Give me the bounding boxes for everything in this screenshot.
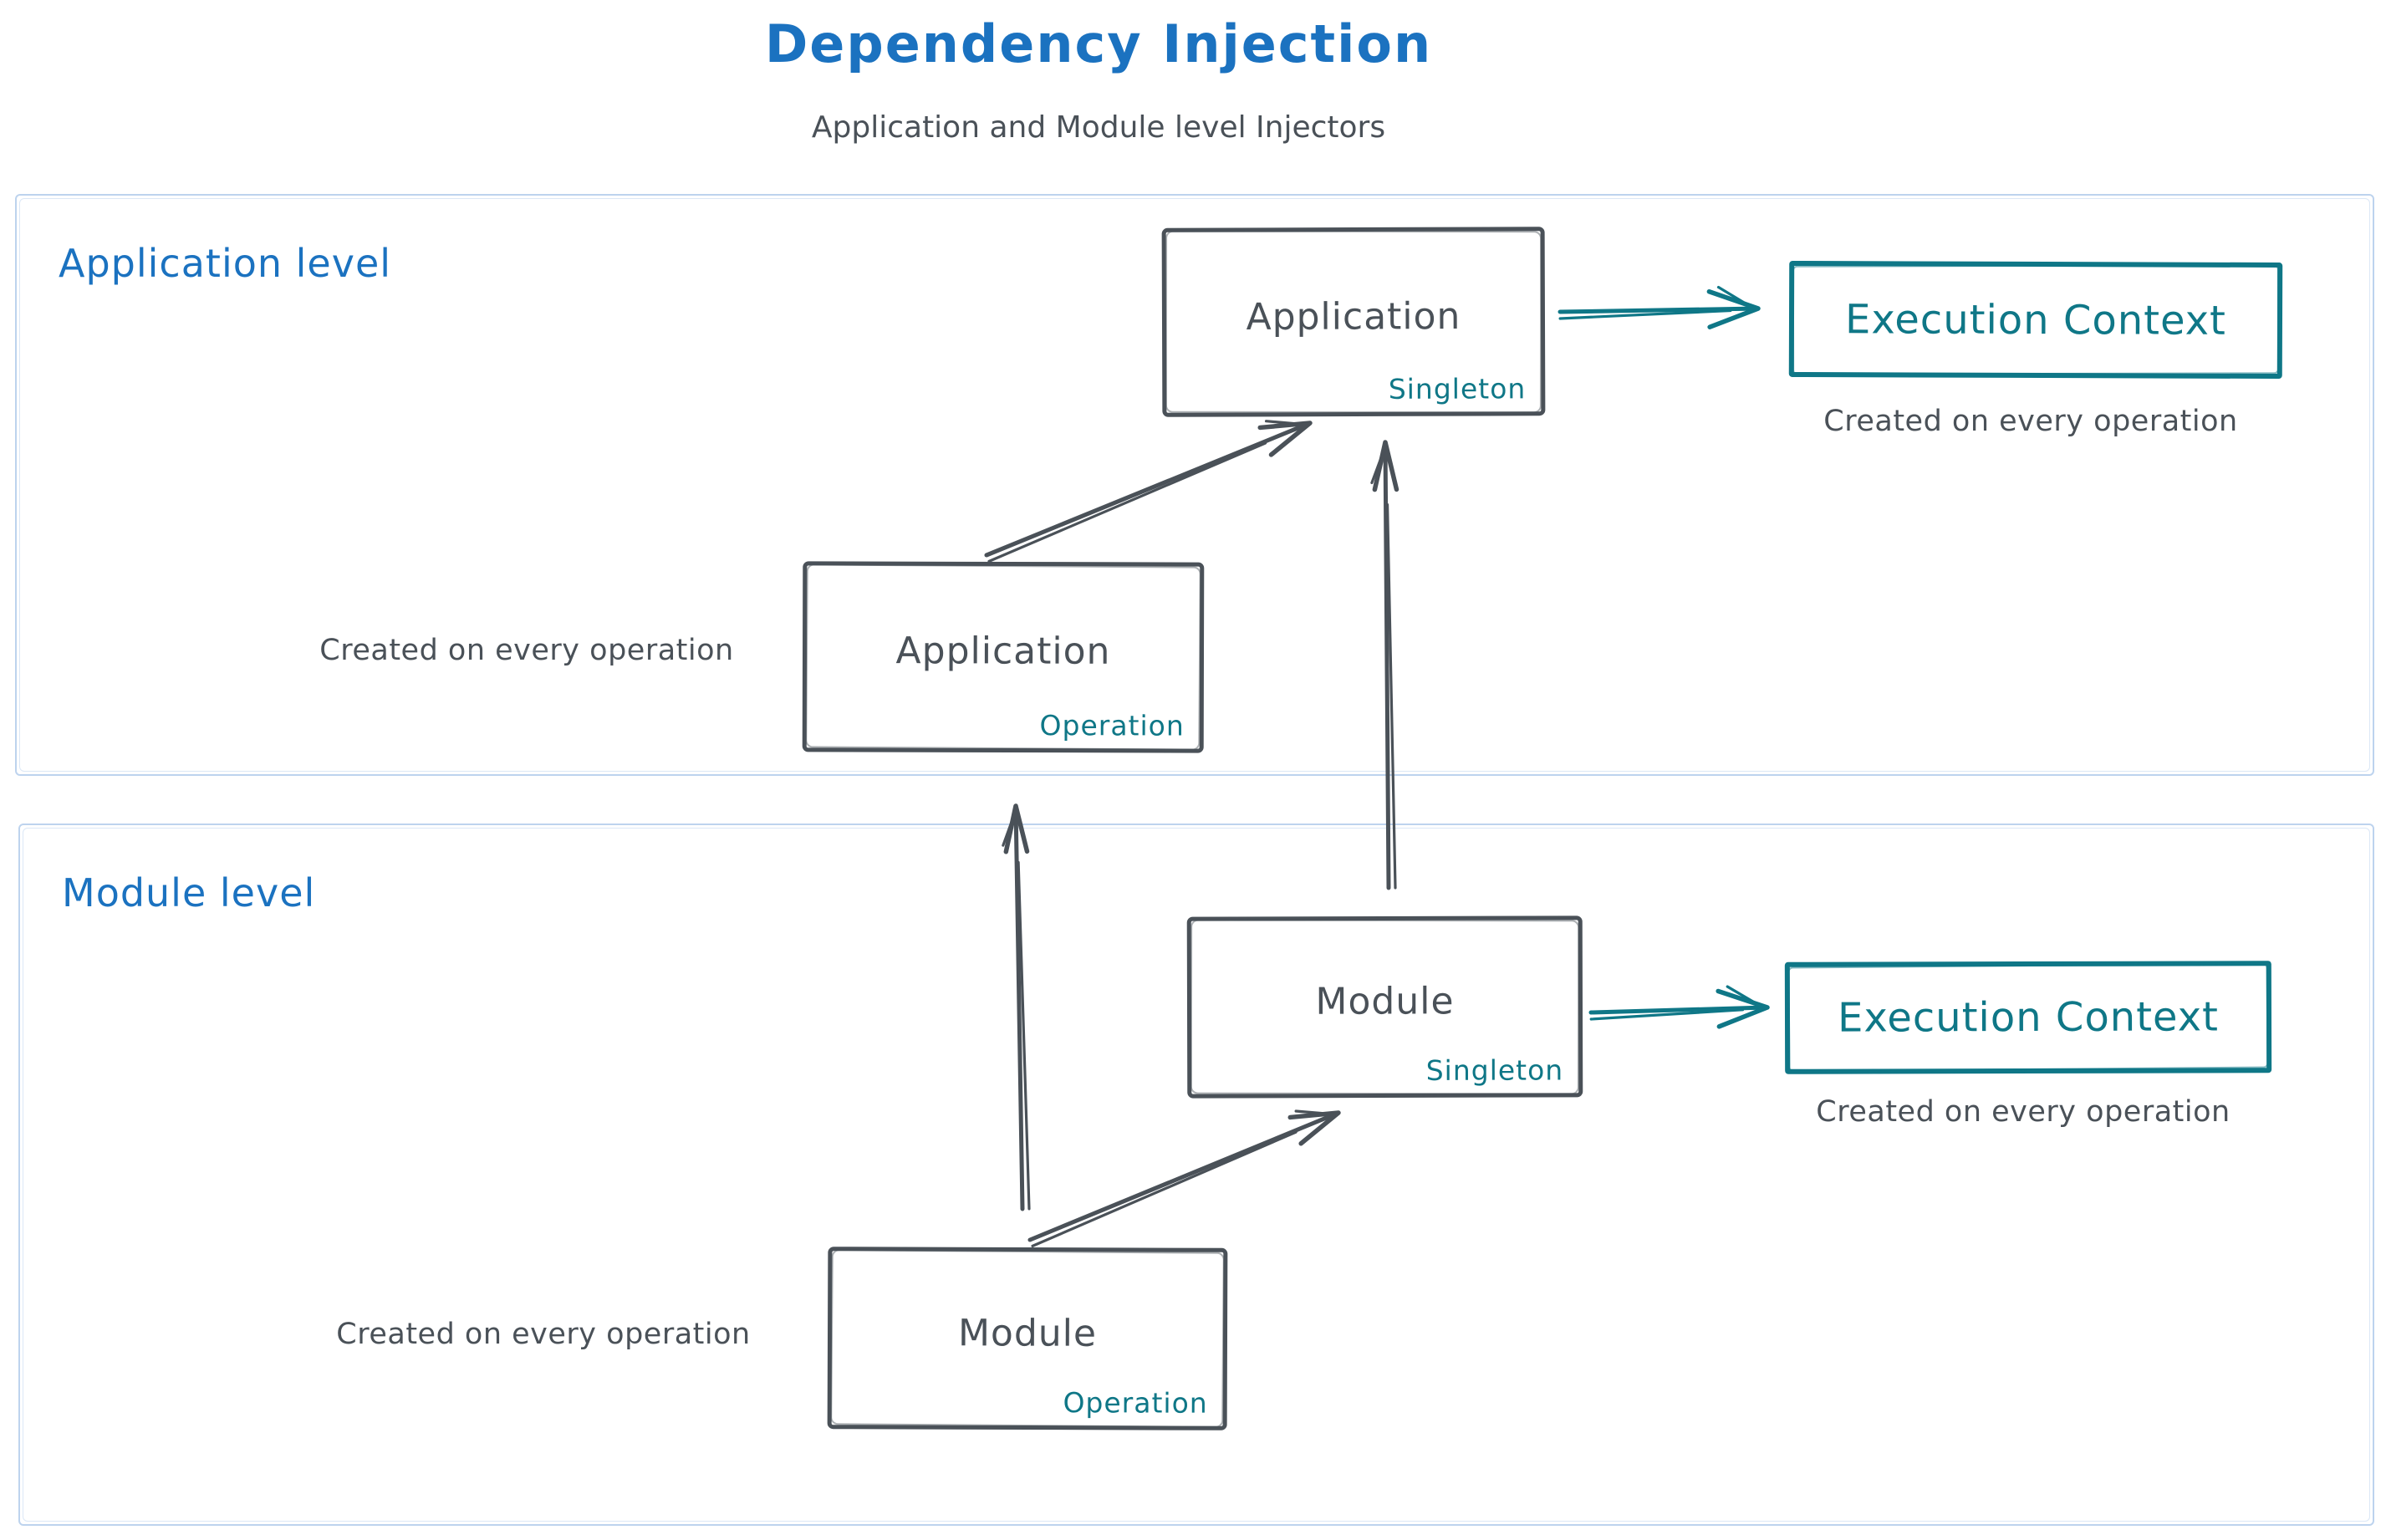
application-operation-badge: Operation xyxy=(1039,709,1185,742)
caption-execution-context-application: Created on every operation xyxy=(1823,405,2238,438)
module-singleton-title: Module xyxy=(1315,980,1455,1023)
application-singleton-title: Application xyxy=(1246,294,1461,339)
caption-module-operation: Created on every operation xyxy=(336,1318,751,1351)
module-level-section: Module level xyxy=(18,824,2374,1526)
module-operation-badge: Operation xyxy=(1063,1386,1208,1420)
page-title: Dependency Injection xyxy=(764,13,1433,74)
application-level-label: Application level xyxy=(59,241,392,286)
module-operation-box: Module Operation xyxy=(827,1247,1228,1430)
application-operation-title: Application xyxy=(895,630,1111,674)
application-operation-box: Application Operation xyxy=(802,561,1205,753)
module-singleton-badge: Singleton xyxy=(1425,1053,1564,1087)
caption-application-operation: Created on every operation xyxy=(319,634,734,667)
execution-context-title: Execution Context xyxy=(1844,295,2227,344)
page-subtitle: Application and Module level Injectors xyxy=(811,110,1386,145)
caption-execution-context-module: Created on every operation xyxy=(1816,1095,2231,1129)
module-operation-title: Module xyxy=(957,1311,1098,1355)
execution-context-box-module: Execution Context xyxy=(1784,961,2272,1074)
application-level-section: Application level xyxy=(15,194,2374,776)
execution-context-box-application: Execution Context xyxy=(1788,260,2283,380)
application-singleton-badge: Singleton xyxy=(1388,372,1527,405)
module-level-label: Module level xyxy=(62,870,316,915)
execution-context-title: Execution Context xyxy=(1838,993,2219,1042)
module-singleton-box: Module Singleton xyxy=(1186,915,1583,1099)
application-singleton-box: Application Singleton xyxy=(1161,227,1546,417)
